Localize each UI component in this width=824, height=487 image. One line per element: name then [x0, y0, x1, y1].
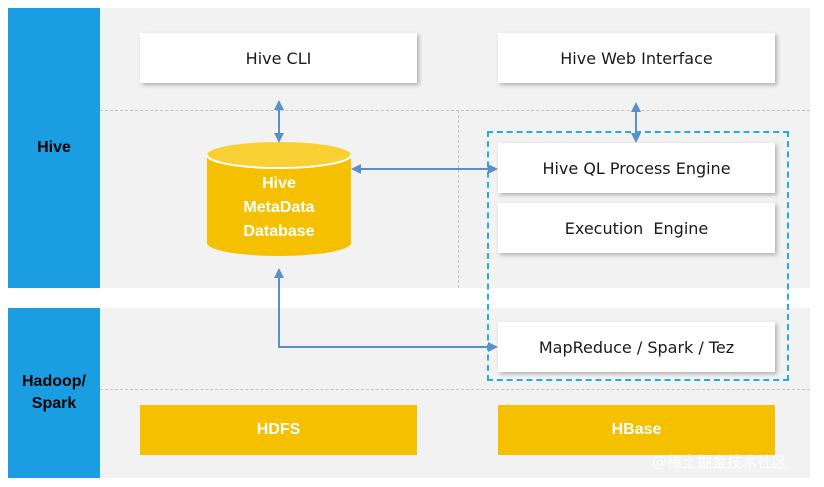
- hive-cli-box: Hive CLI: [140, 33, 417, 83]
- hadoop-layer-divider: [100, 389, 810, 390]
- arrow-metadata-to-mapreduce: [274, 268, 498, 352]
- metadata-db-line2: MetaData: [243, 199, 315, 216]
- mapreduce-spark-tez-box: MapReduce / Spark / Tez: [498, 322, 775, 372]
- hdfs-label: HDFS: [256, 421, 301, 438]
- hive-web-interface-box: Hive Web Interface: [498, 33, 775, 83]
- hadoop-layer-label: Hadoop/ Spark: [8, 308, 100, 478]
- execution-engine-box: Execution Engine: [498, 203, 775, 253]
- hive-layer-label: Hive: [8, 8, 100, 288]
- hbase-box: HBase: [498, 405, 775, 455]
- hiveql-process-engine-box: Hive QL Process Engine: [498, 143, 775, 193]
- mapreduce-spark-tez-label: MapReduce / Spark / Tez: [538, 337, 735, 357]
- hbase-label: HBase: [611, 421, 662, 438]
- hive-layer-vertical-divider: [458, 110, 459, 288]
- hive-layer-label-text: Hive: [37, 139, 71, 156]
- metadata-database-cylinder-icon: [206, 142, 352, 256]
- hadoop-label-line1: Hadoop/: [22, 373, 86, 390]
- hdfs-box: HDFS: [140, 405, 417, 455]
- hiveql-process-engine-label: Hive QL Process Engine: [542, 158, 731, 178]
- hadoop-label-line2: Spark: [31, 395, 77, 412]
- hive-web-interface-label: Hive Web Interface: [560, 48, 713, 68]
- metadata-database-label: Hive MetaData Database: [207, 172, 351, 244]
- metadata-db-line3: Database: [243, 223, 315, 240]
- metadata-db-line1: Hive: [262, 175, 296, 192]
- execution-engine-label: Execution Engine: [564, 218, 709, 238]
- hive-layer-divider: [100, 110, 810, 111]
- hive-cli-label: Hive CLI: [245, 48, 312, 68]
- watermark: @稀土掘金技术社区: [652, 453, 788, 471]
